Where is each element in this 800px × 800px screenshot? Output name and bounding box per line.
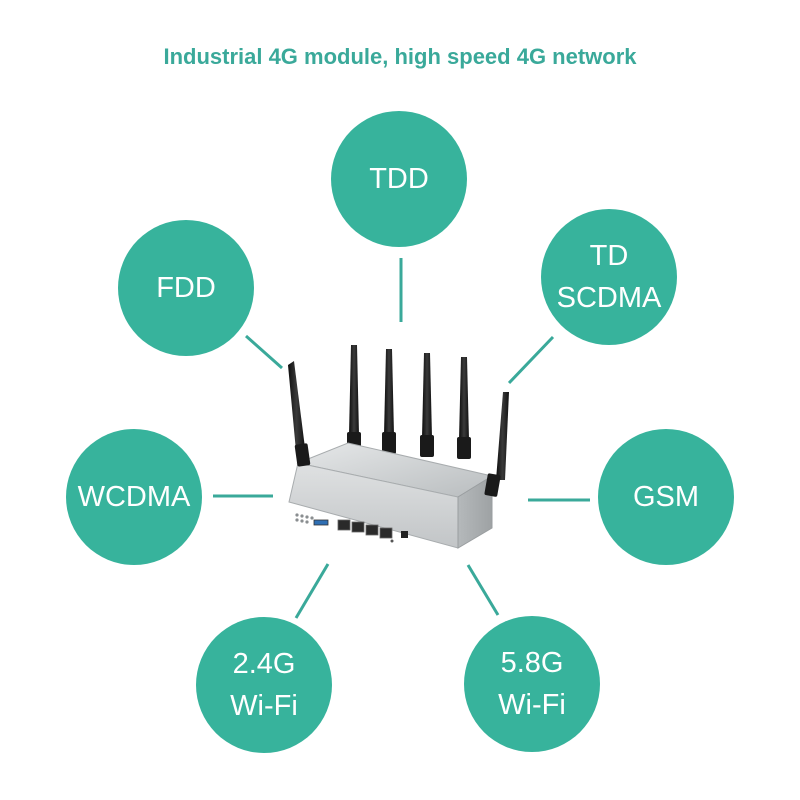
reset-hole [390,539,394,543]
node-label-wifi-58: Wi-Fi [498,689,566,721]
node-label-tdd: TDD [369,163,429,195]
node-circle-wifi-58 [464,616,600,752]
node-label-td-scdma: TD [590,240,629,272]
antenna-back-1 [347,345,361,454]
lan-ports [337,519,393,539]
connector-wifi-58 [466,564,500,616]
router-device [288,345,509,549]
status-leds [295,513,314,524]
connector-td-scdma [507,335,555,385]
node-label-gsm: GSM [633,481,699,513]
antenna-back-3 [420,353,434,457]
node-label-wifi-24: 2.4G [233,648,296,680]
headline: Industrial 4G module, high speed 4G netw… [163,44,637,69]
antenna-left [288,361,311,467]
node-circle-fdd [118,220,254,356]
node-wcdma: WCDMA [66,429,202,565]
technology-nodes: TDD FDD TD SCDMA WCDMA GSM 2.4G Wi-Fi 5.8G Wi-Fi [66,111,734,753]
connector-lines [213,258,590,619]
power-port [401,531,408,538]
node-td-scdma: TD SCDMA [541,209,677,345]
connector-fdd [245,334,283,370]
node-wifi-58: 5.8G Wi-Fi [464,616,600,752]
node-label-wcdma: WCDMA [78,481,191,513]
antenna-back-2 [382,349,396,454]
node-wifi-24: 2.4G Wi-Fi [196,617,332,753]
antenna-back-4 [457,357,471,459]
node-tdd: TDD [331,111,467,247]
node-label-wifi-24: Wi-Fi [230,690,298,722]
node-circle-wifi-24 [196,617,332,753]
node-label-fdd: FDD [156,272,216,304]
antenna-right [484,392,509,497]
connector-wifi-24 [294,563,330,619]
node-label-td-scdma: SCDMA [557,282,662,314]
node-circle-wcdma [66,429,202,565]
usb-port [313,519,329,526]
node-label-wifi-58: 5.8G [501,647,564,679]
node-circle-td-scdma [541,209,677,345]
node-gsm: GSM [598,429,734,565]
node-circle-gsm [598,429,734,565]
node-fdd: FDD [118,220,254,356]
node-circle-tdd [331,111,467,247]
